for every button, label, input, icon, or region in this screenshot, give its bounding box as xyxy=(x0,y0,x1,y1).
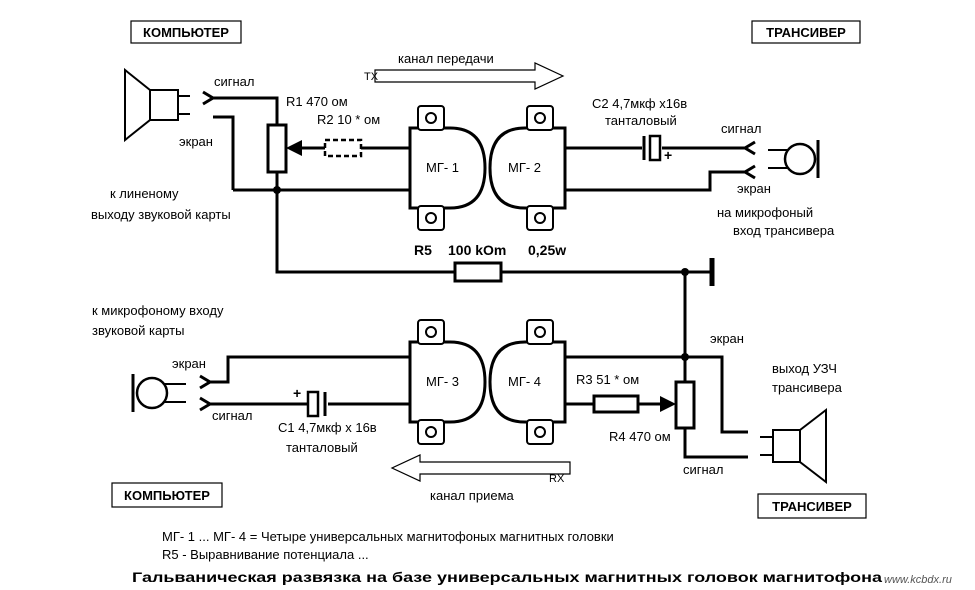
top-left-screen-label: экран xyxy=(179,134,213,149)
mic-in-label-2: вход трансивера xyxy=(733,223,835,238)
speaker-top-left-icon xyxy=(124,67,190,143)
capacitor-c2: + xyxy=(642,134,672,163)
box-transceiver-bottom: ТРАНСИВЕР xyxy=(757,493,867,519)
bottom-left-screen-label: экран xyxy=(172,356,206,371)
tx-code-label: TX xyxy=(364,71,379,83)
bottom-right-signal-label: сигнал xyxy=(683,462,724,477)
resistor-r4 xyxy=(674,380,696,430)
microphone-bottom-left-icon xyxy=(131,374,186,412)
diagram-title: Гальваническая развязка на базе универса… xyxy=(132,569,882,585)
top-right-screen-label: экран xyxy=(737,181,771,196)
resistor-r1 xyxy=(266,123,288,174)
r5-power-label: 0,25w xyxy=(528,242,566,258)
top-right-wires xyxy=(565,140,756,192)
mg4-label: МГ- 4 xyxy=(508,374,541,389)
c1-label-2: танталовый xyxy=(286,440,358,455)
speaker-bottom-right-icon xyxy=(760,407,827,485)
r2-label: R2 10 * ом xyxy=(317,112,380,127)
tx-arrow: канал передачи TX xyxy=(364,51,565,90)
r5-value-label: 100 kOm xyxy=(448,242,506,258)
watermark: www.kcbdx.ru xyxy=(884,574,952,586)
mic-in-label-1: на микрофоный xyxy=(717,205,813,220)
mg1-label: МГ- 1 xyxy=(426,160,459,175)
rx-channel-label: канал приема xyxy=(430,488,515,503)
resistor-r2 xyxy=(323,138,363,158)
c2-label-2: танталовый xyxy=(605,113,677,128)
box-computer-bottom-label: КОМПЬЮТЕР xyxy=(124,488,210,503)
head-mg4: МГ- 4 xyxy=(488,319,567,445)
line-out-label-2: выходу звуковой карты xyxy=(91,207,231,222)
junction-bottom-right xyxy=(681,353,689,361)
note-r5: R5 - Выравнивание потенциала ... xyxy=(162,547,369,562)
r5-wires xyxy=(275,190,712,357)
mg2-label: МГ- 2 xyxy=(508,160,541,175)
head-mg2: МГ- 2 xyxy=(488,105,567,231)
rx-code-label: RX xyxy=(549,473,565,485)
c1-label-1: С1 4,7мкф х 16в xyxy=(278,420,377,435)
top-right-signal-label: сигнал xyxy=(721,121,762,136)
r4-label: R4 470 ом xyxy=(609,429,671,444)
r5-name-label: R5 xyxy=(414,242,432,258)
note-heads: МГ- 1 ... МГ- 4 = Четыре универсальных м… xyxy=(162,529,614,544)
mic-in-pc-label-2: звуковой карты xyxy=(92,323,184,338)
box-transceiver-top: ТРАНСИВЕР xyxy=(751,20,861,44)
r3-label: R3 51 * ом xyxy=(576,372,639,387)
capacitor-c1: + xyxy=(293,385,327,418)
mic-in-pc-label-1: к микрофоному входу xyxy=(92,303,224,318)
svg-text:+: + xyxy=(664,147,672,163)
line-out-label-1: к линеному xyxy=(110,186,179,201)
box-computer-bottom: КОМПЬЮТЕР xyxy=(111,482,223,508)
box-computer-top: КОМПЬЮТЕР xyxy=(130,20,242,44)
mg3-label: МГ- 3 xyxy=(426,374,459,389)
top-left-signal-label: сигнал xyxy=(214,74,255,89)
svg-text:+: + xyxy=(293,385,301,401)
bottom-left-signal-label: сигнал xyxy=(212,408,253,423)
umz-out-label-2: трансивера xyxy=(772,380,843,395)
box-transceiver-bottom-label: ТРАНСИВЕР xyxy=(772,499,852,514)
resistor-r3 xyxy=(592,394,640,414)
rx-arrow: канал приема RX xyxy=(390,454,571,503)
resistor-r5 xyxy=(453,261,503,283)
head-mg1: МГ- 1 xyxy=(408,105,487,231)
r1-label: R1 470 ом xyxy=(286,94,348,109)
c2-label-1: С2 4,7мкф х16в xyxy=(592,96,687,111)
bottom-right-screen-label: экран xyxy=(710,331,744,346)
tx-channel-label: канал передачи xyxy=(398,51,494,66)
bottom-left-wires xyxy=(199,355,410,412)
umz-out-label-1: выход УЗЧ xyxy=(772,361,837,376)
junction-r5-right xyxy=(681,268,689,276)
box-computer-top-label: КОМПЬЮТЕР xyxy=(143,25,229,40)
box-transceiver-top-label: ТРАНСИВЕР xyxy=(766,25,846,40)
head-mg3: МГ- 3 xyxy=(408,319,487,445)
microphone-top-right-icon xyxy=(768,140,820,178)
